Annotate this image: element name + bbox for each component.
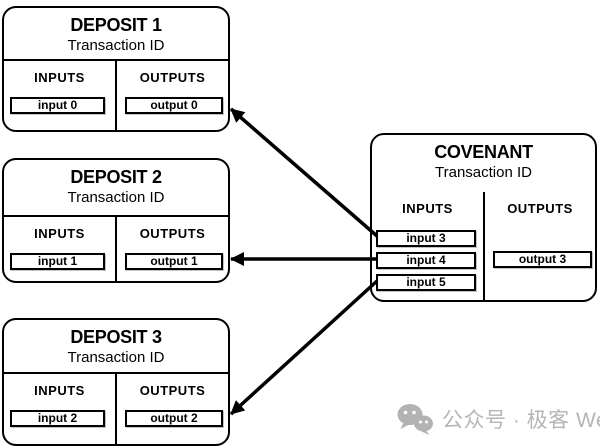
node-title: DEPOSIT 1 — [70, 15, 162, 35]
output-item: output 3 — [493, 251, 592, 268]
watermark-text: 公众号 · 极客 Web3 — [442, 408, 600, 432]
covenant-outputs-cell: OUTPUTS output 3 — [485, 192, 595, 300]
input-item: input 3 — [376, 230, 476, 247]
deposit3-inputs-cell: INPUTS input 2 — [4, 374, 117, 444]
input-item: input 0 — [10, 97, 105, 114]
outputs-label: OUTPUTS — [507, 201, 573, 216]
node-subtitle: Transaction ID — [67, 189, 165, 206]
watermark: 公众号 · 极客 Web3 — [396, 402, 600, 435]
deposit2-node: DEPOSIT 2 Transaction ID INPUTS input 1 … — [2, 158, 230, 283]
edge-covenant-input3-to-deposit1-output0 — [229, 107, 379, 238]
deposit3-header: DEPOSIT 3 Transaction ID — [4, 320, 228, 374]
output-item: output 2 — [125, 410, 223, 427]
inputs-label: INPUTS — [34, 226, 85, 241]
covenant-input-stack: input 3 input 4 input 5 — [376, 230, 476, 296]
covenant-inputs-cell: INPUTS input 3 input 4 input 5 — [372, 192, 485, 300]
node-subtitle: Transaction ID — [67, 37, 165, 54]
covenant-node: COVENANT Transaction ID INPUTS input 3 i… — [370, 133, 597, 302]
edge-covenant-input5-to-deposit3-output2 — [229, 279, 379, 416]
input-item: input 2 — [10, 410, 105, 427]
deposit1-node: DEPOSIT 1 Transaction ID INPUTS input 0 … — [2, 6, 230, 132]
node-title: COVENANT — [434, 142, 533, 162]
deposit1-inputs-cell: INPUTS input 0 — [4, 61, 117, 130]
covenant-body: INPUTS input 3 input 4 input 5 OUTPUTS o… — [372, 192, 595, 300]
outputs-label: OUTPUTS — [139, 226, 206, 241]
node-subtitle: Transaction ID — [435, 164, 532, 181]
deposit1-body: INPUTS input 0 OUTPUTS output 0 — [4, 61, 228, 130]
outputs-label: OUTPUTS — [139, 383, 206, 398]
inputs-label: INPUTS — [34, 70, 85, 85]
input-item: input 5 — [376, 274, 476, 291]
node-subtitle: Transaction ID — [67, 349, 165, 366]
deposit3-node: DEPOSIT 3 Transaction ID INPUTS input 2 … — [2, 318, 230, 446]
deposit2-header: DEPOSIT 2 Transaction ID — [4, 160, 228, 217]
wechat-icon — [397, 404, 433, 435]
node-title: DEPOSIT 3 — [70, 327, 162, 347]
deposit3-outputs-cell: OUTPUTS output 2 — [117, 374, 228, 444]
outputs-label: OUTPUTS — [139, 70, 206, 85]
deposit2-body: INPUTS input 1 OUTPUTS output 1 — [4, 217, 228, 281]
input-item: input 4 — [376, 252, 476, 269]
node-title: DEPOSIT 2 — [70, 167, 162, 187]
deposit2-inputs-cell: INPUTS input 1 — [4, 217, 117, 281]
deposit2-outputs-cell: OUTPUTS output 1 — [117, 217, 228, 281]
inputs-label: INPUTS — [34, 383, 85, 398]
deposit1-header: DEPOSIT 1 Transaction ID — [4, 8, 228, 61]
inputs-label: INPUTS — [402, 201, 453, 216]
covenant-header: COVENANT Transaction ID — [372, 135, 595, 192]
input-item: input 1 — [10, 253, 105, 270]
deposit3-body: INPUTS input 2 OUTPUTS output 2 — [4, 374, 228, 444]
output-item: output 1 — [125, 253, 223, 270]
output-item: output 0 — [125, 97, 223, 114]
deposit1-outputs-cell: OUTPUTS output 0 — [117, 61, 228, 130]
